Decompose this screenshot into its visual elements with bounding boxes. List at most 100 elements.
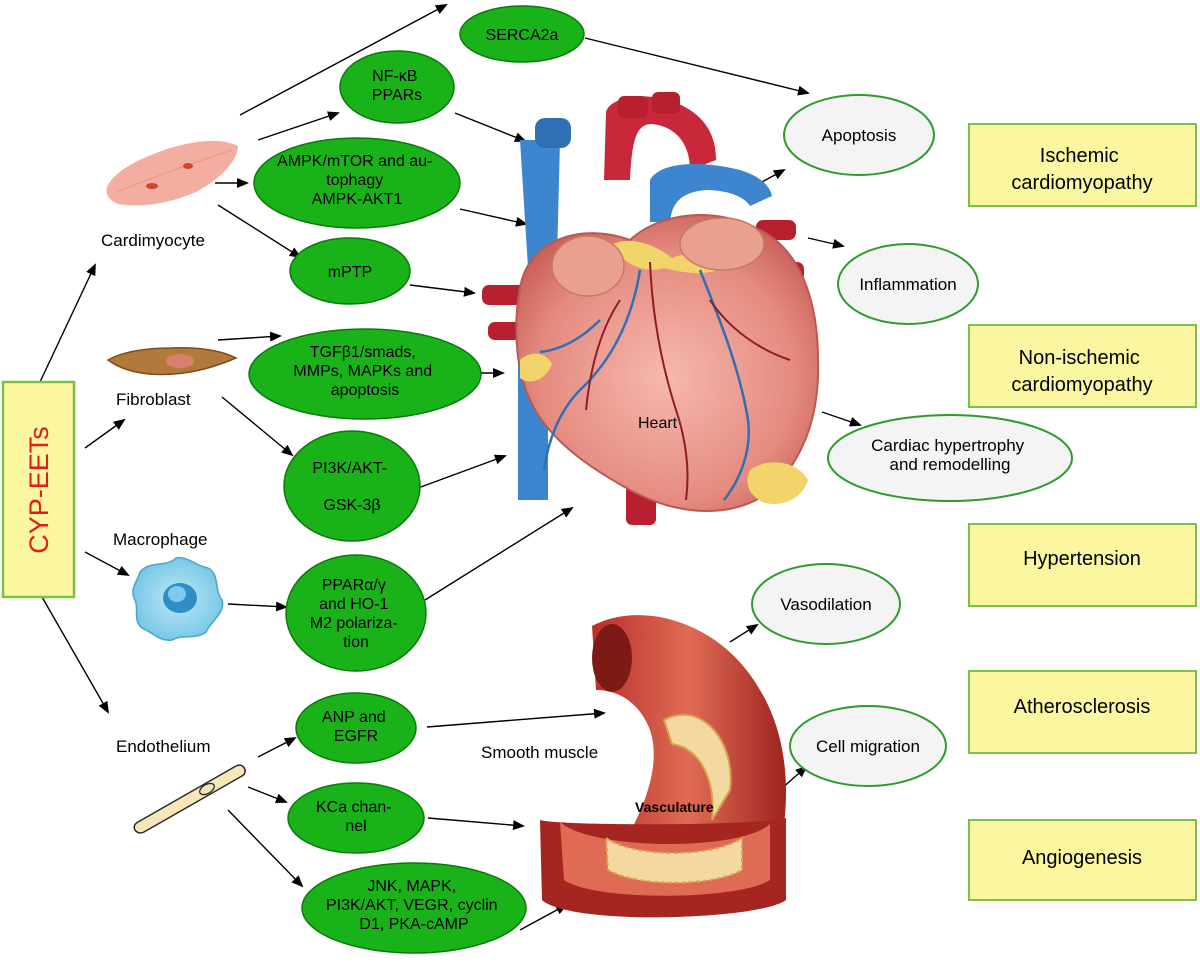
- svg-text:Ischemic cardiomyopath: Ischemic cardiomyopathy: [1011, 145, 1152, 194]
- disease-ischemic: Ischemic cardiomyopathy: [968, 123, 1197, 207]
- smooth-muscle-label: Smooth muscle: [481, 743, 598, 762]
- ischemic-line-0: Ischemic: [1040, 145, 1119, 167]
- apoptosis-line-0: Apoptosis: [822, 126, 897, 145]
- vasodilation-line-0: Vasodilation: [780, 595, 871, 614]
- hypertrophy-line-0: Cardiac hypertrophy: [871, 436, 1025, 455]
- macrophage-label: Macrophage: [113, 530, 208, 549]
- cardiomyocyte-cell: Cardimyocyte: [101, 140, 238, 250]
- ampk-line-2: AMPK-AKT1: [312, 191, 403, 208]
- arrow-ampk-heart: [459, 208, 528, 227]
- migration-line-0: Cell migration: [816, 737, 920, 756]
- svg-text:Vasodilation: Vasodilation: [780, 595, 871, 614]
- effect-apoptosis: Apoptosis: [783, 94, 935, 176]
- ischemic-line-1: cardiomyopathy: [1011, 172, 1152, 194]
- svg-text:Cardiac hypertrophy an: Cardiac hypertrophy and remodelling: [871, 436, 1029, 474]
- inflammation-line-0: Inflammation: [859, 275, 956, 294]
- svg-text:Angiogenesis: Angiogenesis: [1022, 847, 1142, 869]
- cardiomyocyte-label: Cardimyocyte: [101, 231, 205, 250]
- pathway-ampk: AMPK/mTOR and au- tophagy AMPK-AKT1: [253, 137, 461, 229]
- arrow-jnk-vessel: [519, 904, 568, 931]
- pathway-nodes: SERCA2a NF-κB PPARs AMPK/mTOR and au- to…: [248, 5, 585, 954]
- disease-nonischemic: Non-ischemic cardiomyopathy: [968, 324, 1197, 408]
- svg-text:JNK, MAPK, PI3K/AKT, V: JNK, MAPK, PI3K/AKT, VEGR, cyclin D1, PK…: [326, 878, 502, 933]
- ppar-line-1: and HO-1: [319, 596, 388, 613]
- svg-text:Hypertension: Hypertension: [1023, 548, 1141, 570]
- nfkb-line-1: PPARs: [372, 87, 422, 104]
- svg-text:TGFβ1/smads, MMPs, MAP: TGFβ1/smads, MMPs, MAPKs and apoptosis: [293, 344, 436, 399]
- pathway-anp: ANP and EGFR: [295, 692, 417, 764]
- disease-hypertension: Hypertension: [968, 523, 1197, 607]
- svg-text:PI3K/AKT- GSK-3β: PI3K/AKT- GSK-3β: [312, 460, 391, 514]
- arrow-vessel-vasodilation: [729, 623, 759, 643]
- endothelium-label: Endothelium: [116, 737, 211, 756]
- ampk-line-1: tophagy: [326, 172, 383, 189]
- pathway-tgf: TGFβ1/smads, MMPs, MAPKs and apoptosis: [248, 328, 482, 420]
- svg-text:ANP and EGFR: ANP and EGFR: [322, 709, 390, 745]
- arrow-endo-anp: [257, 737, 297, 758]
- serca-line-0: SERCA2a: [486, 27, 559, 44]
- svg-text:NF-κB PPARs: NF-κB PPARs: [372, 68, 422, 104]
- macrophage-cell: Macrophage: [113, 530, 224, 641]
- hypertension-line-0: Hypertension: [1023, 548, 1141, 570]
- arrow-endo-kca: [247, 786, 288, 803]
- root-label: CYP-EETs: [24, 426, 54, 554]
- arrow-mac-ppar: [227, 601, 288, 612]
- ppar-line-3: tion: [343, 634, 369, 651]
- jnk-line-2: D1, PKA-cAMP: [359, 916, 468, 933]
- disease-atherosclerosis: Atherosclerosis: [968, 670, 1197, 754]
- pathway-kca: KCa chan- nel: [287, 782, 425, 854]
- svg-text:AMPK/mTOR and au- toph: AMPK/mTOR and au- tophagy AMPK-AKT1: [277, 153, 437, 208]
- arrow-mptp-heart: [409, 284, 476, 297]
- arrow-serca-apoptosis: [584, 37, 810, 96]
- heart-illustration: Heart: [482, 92, 820, 525]
- tgf-line-2: apoptosis: [331, 382, 400, 399]
- arrow-nfkb-heart: [454, 112, 527, 142]
- ppar-line-0: PPARα/γ: [322, 577, 386, 594]
- atherosclerosis-line-0: Atherosclerosis: [1014, 696, 1151, 718]
- svg-text:mPTP: mPTP: [328, 264, 372, 281]
- jnk-line-0: JNK, MAPK,: [367, 878, 456, 895]
- nfkb-line-0: NF-κB: [372, 68, 417, 85]
- arrow-fb-pi3k: [221, 396, 294, 457]
- vessel-illustration: Vasculature Smooth muscle: [481, 615, 786, 918]
- pi3k-line-1: GSK-3β: [323, 497, 380, 514]
- pathway-serca: SERCA2a: [459, 5, 585, 63]
- jnk-line-1: PI3K/AKT, VEGR, cyclin: [326, 897, 498, 914]
- endothelium-image: [133, 764, 246, 834]
- pathway-mptp: mPTP: [289, 237, 411, 305]
- arrow-heart-hypertrophy: [821, 411, 862, 427]
- arrow-root-endothelium: [41, 596, 109, 714]
- arrow-root-macrophage: [84, 551, 130, 576]
- pathway-nfkb: NF-κB PPARs: [339, 50, 455, 124]
- arrow-cm-mptp: [217, 204, 302, 259]
- arrows: [39, 4, 862, 931]
- arrow-cm-nfkb: [257, 111, 340, 141]
- svg-text:Inflammation: Inflammation: [859, 275, 956, 294]
- root-box: CYP-EETs: [1, 380, 76, 599]
- arrow-kca-vessel: [427, 817, 525, 831]
- svg-text:SERCA2a: SERCA2a: [486, 27, 559, 44]
- disease-boxes: Ischemic cardiomyopathy Non-ischemic car…: [968, 123, 1197, 901]
- effect-nodes: Apoptosis Inflammation Cardiac hypertrop…: [751, 94, 1073, 787]
- anp-line-0: ANP and: [322, 709, 386, 726]
- arrow-pi3k-heart: [417, 454, 507, 489]
- arrow-ppar-heart: [424, 506, 574, 601]
- svg-text:PPARα/γ and HO-1: PPARα/γ and HO-1 M2 polariza- tion: [310, 577, 402, 651]
- effect-migration: Cell migration: [789, 705, 947, 787]
- kca-line-0: KCa chan-: [316, 799, 392, 816]
- arrow-anp-vessel: [426, 708, 606, 728]
- effect-hypertrophy: Cardiac hypertrophy and remodelling: [827, 414, 1073, 502]
- tgf-line-1: MMPs, MAPKs and: [293, 363, 432, 380]
- heart-label: Heart: [638, 415, 678, 432]
- arrow-root-cardiomyocyte: [39, 263, 96, 383]
- arrow-fb-tgf: [217, 331, 282, 342]
- svg-text:Atherosclerosis: Atherosclerosis: [1014, 696, 1151, 718]
- nonischemic-line-1: cardiomyopathy: [1011, 374, 1152, 396]
- pathway-pi3k: PI3K/AKT- GSK-3β: [283, 430, 421, 542]
- ampk-line-0: AMPK/mTOR and au-: [277, 153, 432, 170]
- svg-text:Apoptosis: Apoptosis: [822, 126, 897, 145]
- pathway-ppar: PPARα/γ and HO-1 M2 polariza- tion: [285, 554, 427, 672]
- svg-text:Non-ischemic cardiomyo: Non-ischemic cardiomyopathy: [1011, 347, 1152, 396]
